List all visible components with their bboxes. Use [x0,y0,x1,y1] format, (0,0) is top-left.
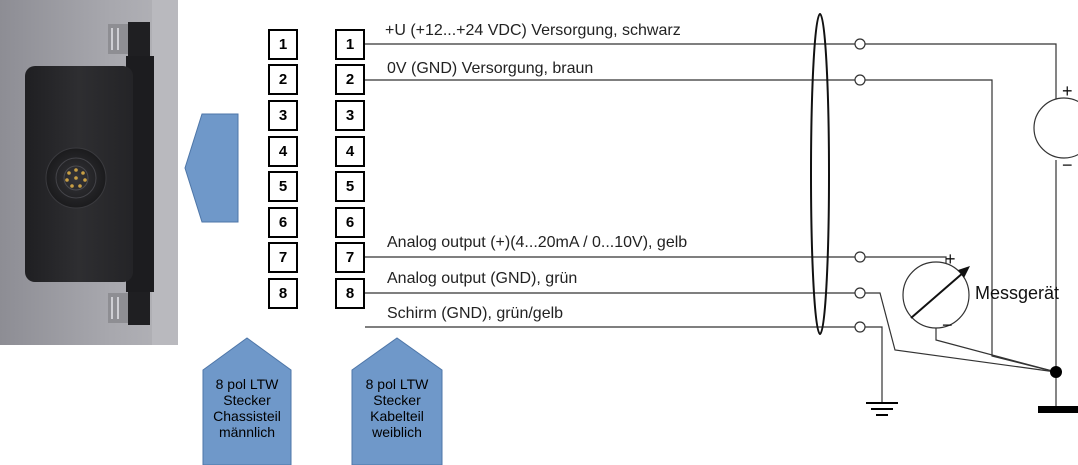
shield-earth-wire [865,326,883,402]
callout-female-line-2: Stecker [373,392,421,408]
supply-minus-sign: − [1062,155,1073,175]
callout-male-line-3: Chassisteil [213,408,281,424]
callout-female-line-1: 8 pol LTW [365,376,429,392]
female-pin-8: 8 [335,278,365,309]
wire-label-7: Analog output (+)(4...20mA / 0...10V), g… [387,234,688,251]
female-pin-7: 7 [335,242,365,273]
wire-label-8: Analog output (GND), grün [387,270,578,287]
ground-node [1050,366,1062,378]
female-pin-1: 1 [335,29,365,60]
plate-edge [152,0,178,345]
male-pin-4: 4 [268,136,298,167]
male-pin-2: 2 [268,64,298,95]
earth-symbol [866,402,898,416]
male-pin-8: 8 [268,278,298,309]
terminal-1 [854,38,866,50]
supply-plus-wire [865,43,1057,100]
device-image [0,0,178,345]
terminal-shield [854,321,866,333]
male-pin-1: 1 [268,29,298,60]
male-pin-6: 6 [268,207,298,238]
top-screw-base [128,22,150,56]
female-pin-6: 6 [335,207,365,238]
female-pin-4: 4 [335,136,365,167]
terminal-8 [854,287,866,299]
terminal-2 [854,74,866,86]
analog-gnd-wire [865,292,1057,373]
wire-label-2: 0V (GND) Versorgung, braun [387,60,594,77]
callout-male-line-4: männlich [218,424,276,440]
bottom-screw-base [128,291,150,325]
cable-shield-ellipse [810,13,830,335]
connector-pins [65,168,87,188]
female-pin-2: 2 [335,64,365,95]
meter-minus-sign: − [942,315,953,335]
male-pin-5: 5 [268,171,298,202]
callout-female-line-4: weiblich [372,424,422,440]
meter-label: Messgerät [975,283,1060,303]
supply-plus-sign: + [1062,81,1073,101]
connection-arrow [184,113,239,223]
callout-male-text: 8 pol LTW Stecker Chassisteil männlich [203,376,291,440]
gnd-supply-wire [865,79,1057,373]
callout-male-line-2: Stecker [223,392,271,408]
callout-male-line-1: 8 pol LTW [215,376,279,392]
female-pin-3: 3 [335,100,365,131]
female-pin-5: 5 [335,171,365,202]
callout-male-shape [202,337,292,465]
wires [365,43,1057,406]
meter-plus-sign: + [945,249,956,269]
terminal-7 [854,251,866,263]
male-pin-7: 7 [268,242,298,273]
callout-female-line-3: Kabelteil [370,408,424,424]
wire-label-shield: Schirm (GND), grün/gelb [387,305,564,322]
callout-female-shape [351,337,443,465]
meter-symbol [902,261,970,329]
wire-label-1: +U (+12...+24 VDC) Versorgung, schwarz [385,22,681,39]
male-pin-3: 3 [268,100,298,131]
power-supply-symbol [1033,97,1078,159]
ground-bar [1038,406,1078,413]
terminals [854,38,866,333]
callout-female-text: 8 pol LTW Stecker Kabelteil weiblich [352,376,442,440]
